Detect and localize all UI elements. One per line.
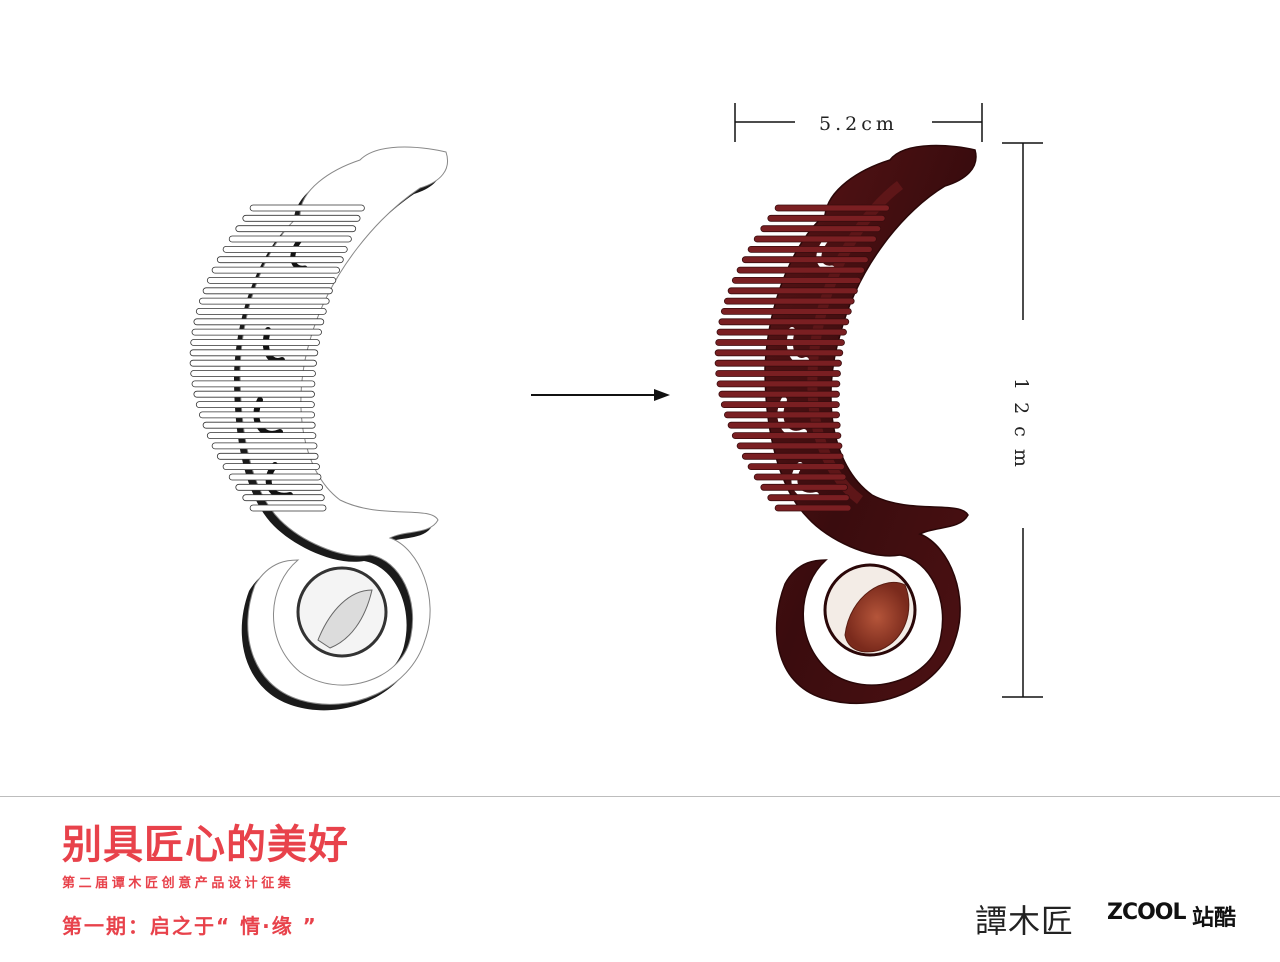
comb-tooth (714, 359, 842, 367)
comb-tooth (228, 473, 322, 481)
comb-tooth (731, 276, 862, 284)
height-label: 12cm (1010, 378, 1032, 479)
comb-tooth (715, 370, 841, 377)
comb-tooth (191, 380, 316, 388)
wood-comb-teeth (714, 204, 890, 512)
comb-tooth (211, 266, 340, 274)
comb-tooth (206, 432, 317, 440)
comb-tooth (760, 225, 882, 233)
comb-tooth (206, 276, 337, 284)
campaign-subtitle: 第二届谭木匠创意产品设计征集 (62, 876, 295, 891)
comb-tooth (242, 494, 325, 502)
comb-tooth (774, 204, 890, 212)
comb-illustration: 5.2cm 12cm (189, 103, 1043, 711)
comb-tooth (190, 370, 316, 377)
comb-tooth (242, 214, 361, 222)
comb-tooth (202, 287, 333, 295)
wood-comb (714, 144, 977, 705)
comb-tooth (235, 483, 324, 491)
comb-tooth (190, 339, 320, 346)
comb-tooth (741, 256, 869, 264)
comb-tooth (747, 463, 845, 471)
issue-title: 第一期：启之于“ 情·缘 ” (62, 914, 318, 938)
design-stage: 5.2cm 12cm (189, 103, 1043, 711)
footer-divider (0, 796, 1280, 797)
comb-tooth (731, 432, 842, 440)
comb-tooth (222, 463, 320, 471)
arrow-icon (531, 389, 670, 401)
comb-tooth (753, 235, 877, 243)
comb-tooth (191, 328, 322, 336)
comb-tooth (736, 266, 865, 274)
comb-tooth (727, 287, 858, 295)
comb-tooth (216, 256, 344, 264)
comb-tooth (716, 328, 847, 336)
comb-tooth (195, 307, 327, 315)
comb-tooth (193, 390, 315, 398)
comb-tooth (724, 297, 855, 305)
comb-tooth (189, 359, 317, 367)
comb-tooth (718, 390, 840, 398)
zcool-logo: ZCOOL (1107, 900, 1187, 925)
comb-tooth (195, 401, 315, 409)
comb-tooth (720, 401, 840, 409)
comb-tooth (198, 411, 315, 419)
comb-tooth (228, 235, 352, 243)
comb-tooth (736, 442, 843, 450)
comb-tooth (774, 504, 852, 512)
comb-tooth (760, 483, 848, 491)
comb-tooth (718, 318, 850, 326)
comb-tooth (767, 214, 886, 222)
comb-tooth (198, 297, 330, 305)
comb-tooth (202, 421, 316, 429)
width-label: 5.2cm (819, 113, 898, 135)
comb-tooth (235, 225, 357, 233)
tanmujiang-logo: 譚木匠 (975, 902, 1075, 940)
comb-tooth (720, 307, 852, 315)
sketch-comb-teeth (189, 204, 365, 512)
comb-tooth (724, 411, 841, 419)
comb-tooth (714, 349, 844, 357)
comb-tooth (193, 318, 325, 326)
height-dimension: 12cm (1002, 142, 1043, 698)
comb-tooth (216, 452, 319, 460)
comb-tooth (249, 204, 365, 212)
comb-tooth (249, 504, 327, 512)
comb-tooth (222, 245, 348, 253)
comb-tooth (747, 245, 873, 253)
zcool-logo-cn: 站酷 (1192, 906, 1237, 931)
slogan-title: 别具匠心的美好 (62, 822, 349, 868)
comb-tooth (716, 380, 841, 388)
comb-tooth (727, 421, 841, 429)
width-dimension: 5.2cm (734, 103, 983, 142)
comb-tooth (211, 442, 318, 450)
comb-tooth (767, 494, 850, 502)
sketch-comb (189, 146, 448, 711)
comb-tooth (753, 473, 847, 481)
comb-tooth (741, 452, 844, 460)
comb-tooth (715, 339, 845, 346)
comb-tooth (189, 349, 319, 357)
